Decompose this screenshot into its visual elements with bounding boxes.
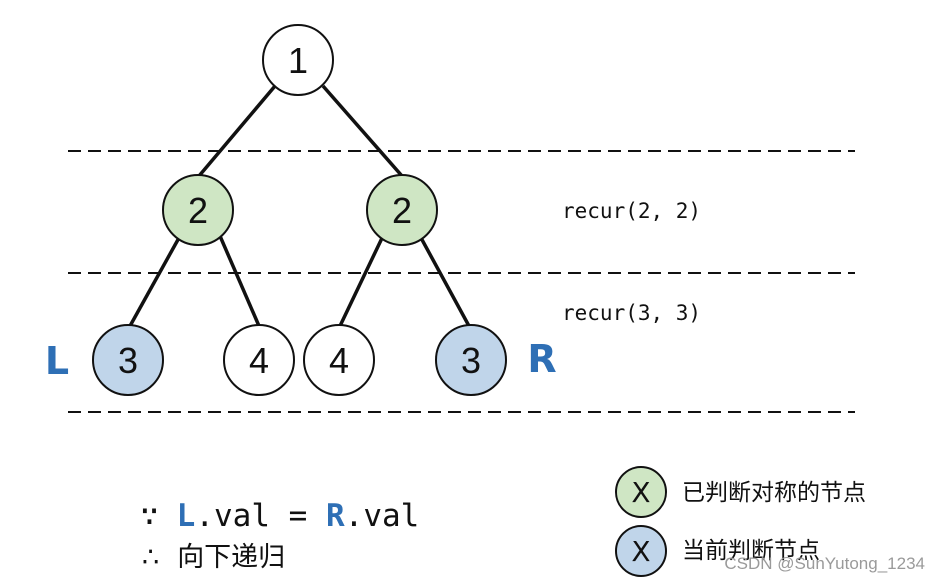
edge-2right-4: [338, 235, 385, 327]
eq-right-val: .val: [345, 498, 420, 534]
tree-node-level3-ll: 3: [92, 324, 164, 396]
legend-blue-marker: X: [631, 535, 650, 568]
legend-green-text: 已判断对称的节点: [682, 480, 866, 506]
left-pointer-label: L: [45, 339, 69, 383]
because-symbol: ∵: [140, 498, 159, 534]
tree-node-level3-rr: 3: [435, 324, 507, 396]
eq-middle: .val =: [195, 498, 326, 534]
edge-2left-3: [128, 235, 182, 327]
legend-blue: X 当前判断节点: [615, 525, 820, 577]
recur-label-row2: recur(3, 3): [562, 301, 701, 325]
eq-left-L: L: [177, 498, 196, 534]
tree-node-level2-left: 2: [162, 174, 234, 246]
eq-right-R: R: [326, 498, 345, 534]
node-label: 4: [249, 340, 269, 381]
level-separators: [68, 150, 855, 413]
right-pointer-label: R: [527, 337, 556, 381]
node-label: 2: [188, 190, 208, 231]
tree-node-level2-right: 2: [366, 174, 438, 246]
edge-2left-4: [218, 235, 261, 327]
edge-1-2left: [197, 84, 277, 178]
recur-label-row1: recur(2, 2): [562, 199, 701, 223]
because-line: ∵ L.val = R.val: [140, 498, 419, 534]
legend: X 已判断对称的节点 X 当前判断节点: [615, 466, 866, 577]
legend-green-marker: X: [631, 476, 650, 509]
tree-node-level3-lr: 4: [223, 324, 295, 396]
legend-blue-text: 当前判断节点: [682, 538, 820, 564]
therefore-symbol: ∴: [142, 542, 159, 573]
conclusion: ∵ L.val = R.val ∴ 向下递归: [140, 498, 419, 573]
therefore-line: ∴ 向下递归: [142, 542, 285, 573]
tree-node-level3-rl: 4: [303, 324, 375, 396]
node-label: 1: [288, 40, 308, 81]
node-label: 2: [392, 190, 412, 231]
tree-node-root: 1: [262, 24, 334, 96]
tree-edges: [128, 84, 471, 327]
therefore-text: 向下递归: [177, 542, 285, 573]
legend-green: X 已判断对称的节点: [615, 466, 866, 518]
edge-1-2right: [321, 84, 404, 178]
edge-2right-3: [418, 235, 471, 327]
node-label: 4: [329, 340, 349, 381]
watermark: CSDN @SunYutong_1234: [724, 554, 925, 573]
node-label: 3: [461, 340, 481, 381]
node-label: 3: [118, 340, 138, 381]
